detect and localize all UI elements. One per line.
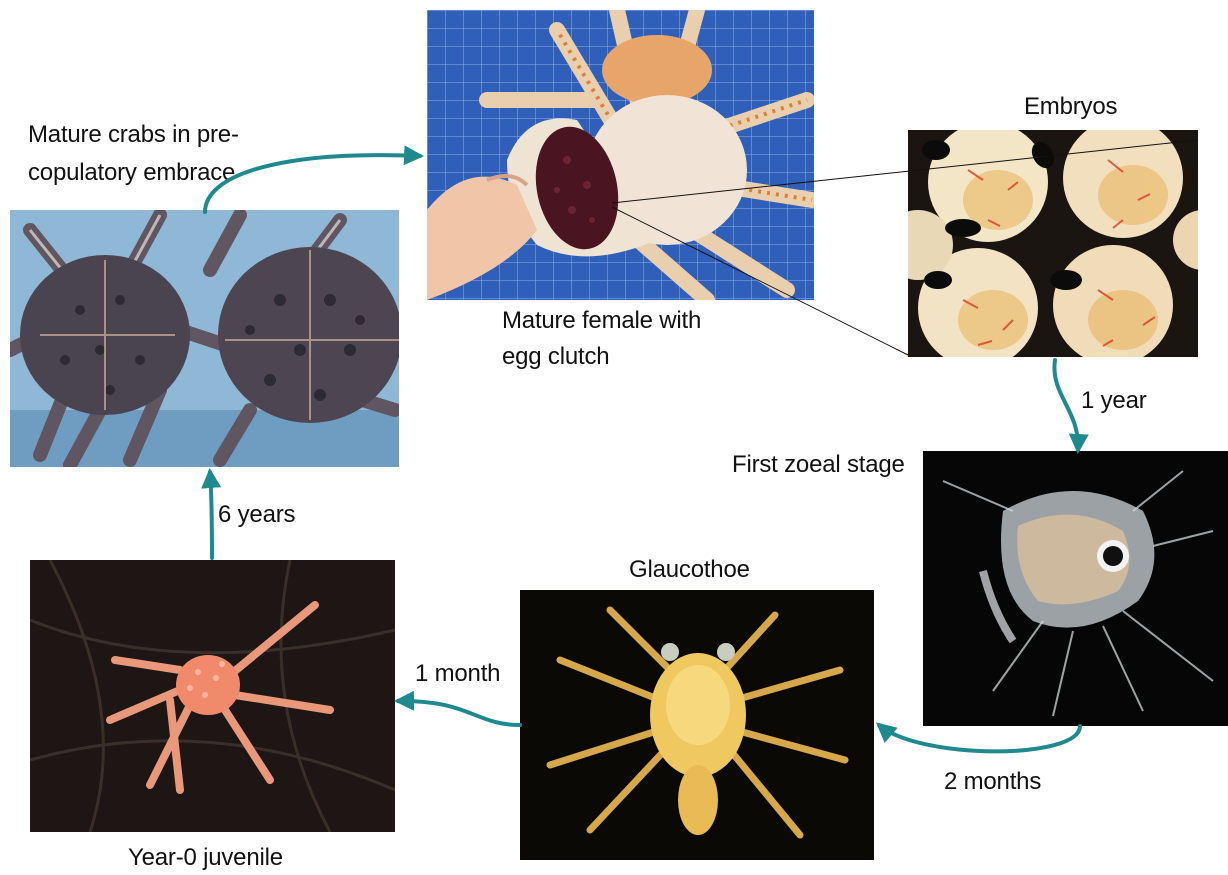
- duration-1-year: 1 year: [1081, 386, 1147, 416]
- juvenile-photo: [30, 560, 395, 832]
- juvenile-label: Year-0 juvenile: [128, 843, 283, 873]
- embryos-label: Embryos: [1024, 92, 1117, 122]
- arrow-zoea-to-glaucothoe: [879, 725, 1080, 751]
- mature-crabs-label-line1: Mature crabs in pre-: [28, 120, 239, 150]
- zoea-photo: [923, 451, 1228, 726]
- mature-crabs-label-line2: copulatory embrace: [28, 158, 235, 188]
- arrow-mature-crabs-to-female: [205, 155, 420, 212]
- duration-1-month: 1 month: [415, 659, 500, 689]
- mature-female-photo: [427, 10, 814, 300]
- zoea-label: First zoeal stage: [732, 450, 905, 480]
- mature-crabs-photo: [10, 210, 399, 467]
- duration-6-years: 6 years: [218, 500, 295, 530]
- arrow-glaucothoe-to-juvenile: [398, 701, 520, 725]
- glaucothoe-label: Glaucothoe: [629, 555, 750, 585]
- glaucothoe-photo: [520, 590, 874, 860]
- embryos-photo: [908, 130, 1198, 357]
- arrow-embryos-to-zoea: [1054, 360, 1078, 450]
- arrow-juvenile-to-mature: [210, 472, 212, 558]
- duration-2-months: 2 months: [944, 767, 1041, 797]
- mature-female-label-line2: egg clutch: [502, 342, 609, 372]
- mature-female-label-line1: Mature female with: [502, 306, 701, 336]
